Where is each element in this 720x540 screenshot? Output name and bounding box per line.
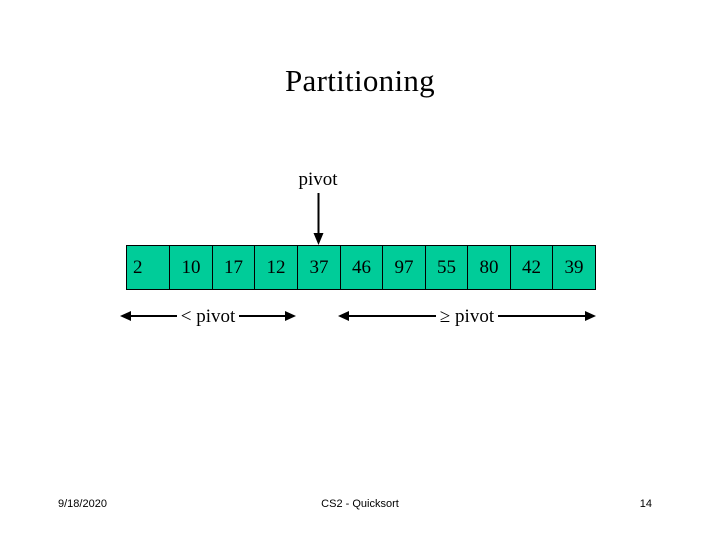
range-label-wrapper: < pivot (120, 306, 296, 328)
array-cell: 46 (341, 246, 383, 289)
range-less-than-pivot: < pivot (120, 305, 296, 333)
array-cell: 17 (213, 246, 255, 289)
array-cell: 39 (553, 246, 595, 289)
range-label-text: ≥ pivot (435, 306, 499, 327)
array-cell: 12 (255, 246, 298, 289)
array-cell: 2 (127, 246, 170, 289)
footer-page-number: 14 (639, 498, 652, 510)
array-cell: 97 (383, 246, 426, 289)
page-title: Partitioning (285, 63, 435, 98)
pivot-down-arrow-icon (313, 193, 324, 245)
footer-center-text: CS2 - Quicksort (321, 498, 399, 510)
array-cell: 55 (426, 246, 468, 289)
footer-date: 9/18/2020 (58, 498, 107, 510)
range-label-text: < pivot (176, 306, 240, 327)
pivot-label: pivot (298, 169, 338, 190)
array-cell: 10 (170, 246, 213, 289)
range-greater-equal-pivot: ≥ pivot (338, 305, 596, 333)
array-cell: 80 (468, 246, 511, 289)
array-cell: 37 (298, 246, 341, 289)
array-container: 2 10 17 12 37 46 97 55 80 42 39 (126, 245, 596, 290)
array-cell: 42 (511, 246, 553, 289)
range-label-wrapper: ≥ pivot (338, 306, 596, 328)
